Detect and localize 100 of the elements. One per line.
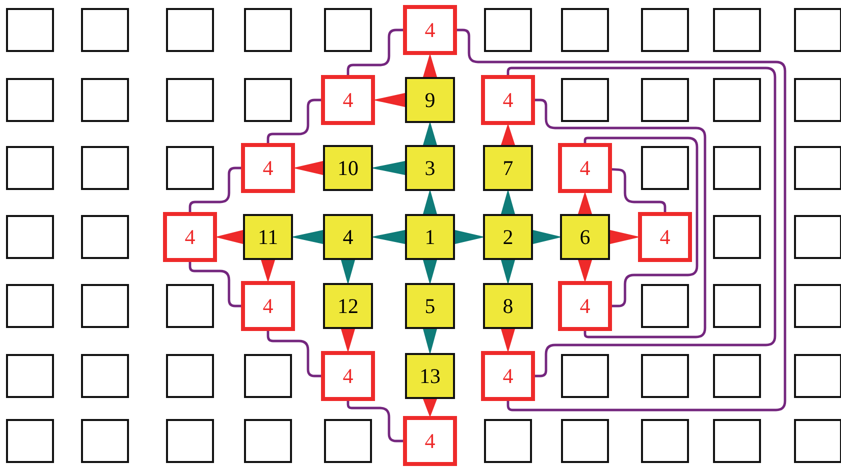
- empty-square: [641, 419, 689, 463]
- empty-square: [794, 419, 841, 463]
- empty-square: [244, 78, 292, 122]
- node-number: 9: [424, 90, 436, 110]
- empty-square: [166, 354, 214, 398]
- arrow: [422, 328, 438, 355]
- highlighted-box: [481, 351, 535, 401]
- curve-line: [188, 262, 241, 308]
- node-number: 8: [502, 296, 514, 316]
- highlighted-box: [321, 351, 375, 401]
- empty-square: [6, 215, 54, 259]
- empty-square: [244, 8, 292, 52]
- empty-square: [166, 419, 214, 463]
- number-box: [323, 145, 373, 191]
- empty-square: [6, 146, 54, 190]
- empty-square: [6, 284, 54, 328]
- node-number: 11: [258, 226, 278, 248]
- arrow: [500, 189, 516, 214]
- node-number: 12: [338, 296, 358, 316]
- arrow: [372, 160, 406, 176]
- empty-square: [324, 8, 372, 52]
- empty-square: [794, 215, 841, 259]
- empty-square: [6, 8, 54, 52]
- curve-line: [346, 28, 403, 75]
- arrow: [454, 230, 484, 244]
- number-box: [243, 214, 293, 260]
- empty-square: [484, 8, 532, 52]
- highlighted-box: [481, 75, 535, 125]
- node-number: 4: [262, 296, 274, 316]
- empty-square: [81, 419, 129, 463]
- empty-square: [641, 354, 689, 398]
- empty-square: [713, 354, 761, 398]
- node-number: 4: [184, 226, 196, 248]
- empty-square: [166, 284, 214, 328]
- empty-square: [81, 78, 129, 122]
- empty-square: [561, 8, 609, 52]
- number-box: [560, 214, 610, 260]
- node-number: 13: [420, 366, 440, 386]
- highlighted-box: [163, 212, 217, 262]
- arrow: [422, 398, 438, 418]
- empty-square: [166, 146, 214, 190]
- empty-square: [81, 8, 129, 52]
- arrow: [216, 230, 244, 244]
- node-number: 4: [342, 90, 354, 110]
- arrow: [578, 260, 592, 283]
- highlighted-box: [403, 416, 457, 466]
- arrow: [578, 191, 592, 214]
- arrow: [260, 260, 276, 283]
- number-box: [323, 283, 373, 329]
- empty-square: [484, 419, 532, 463]
- empty-square: [324, 419, 372, 463]
- highlighted-box: [241, 143, 295, 193]
- number-box: [483, 283, 533, 329]
- number-box: [405, 283, 455, 329]
- arrow: [340, 328, 356, 353]
- empty-square: [641, 78, 689, 122]
- empty-square: [81, 284, 129, 328]
- node-number: 4: [424, 20, 436, 40]
- highlighted-box: [403, 5, 457, 55]
- empty-square: [561, 354, 609, 398]
- empty-square: [6, 354, 54, 398]
- highlighted-box: [558, 281, 612, 331]
- node-number: 1: [424, 226, 436, 248]
- empty-square: [561, 419, 609, 463]
- arrow: [372, 230, 406, 244]
- number-box: [483, 214, 533, 260]
- empty-square: [641, 8, 689, 52]
- number-box: [405, 77, 455, 123]
- number-box: [323, 214, 373, 260]
- empty-square: [81, 354, 129, 398]
- curve-line: [266, 331, 321, 378]
- curve-line: [612, 168, 666, 212]
- empty-square: [794, 78, 841, 122]
- arrow: [340, 260, 356, 285]
- curve-line: [584, 136, 698, 308]
- empty-square: [81, 215, 129, 259]
- empty-square: [6, 419, 54, 463]
- empty-square: [713, 284, 761, 328]
- node-number: 4: [580, 296, 590, 316]
- curve-line: [346, 401, 403, 442]
- arrow: [532, 230, 560, 244]
- curve-line: [456, 28, 786, 412]
- empty-square: [713, 419, 761, 463]
- empty-square: [641, 146, 689, 190]
- node-number: 4: [262, 158, 274, 178]
- number-box: [405, 145, 455, 191]
- number-box: [405, 214, 455, 260]
- empty-square: [244, 419, 292, 463]
- arrow: [500, 328, 516, 353]
- curve-line: [535, 98, 706, 338]
- empty-square: [81, 146, 129, 190]
- empty-square: [166, 8, 214, 52]
- number-box: [483, 145, 533, 191]
- highlighted-box: [241, 281, 295, 331]
- arrow: [294, 160, 324, 176]
- node-number: 4: [424, 430, 436, 452]
- empty-square: [561, 78, 609, 122]
- number-box: [405, 353, 455, 399]
- highlighted-box: [558, 143, 612, 193]
- empty-square: [713, 146, 761, 190]
